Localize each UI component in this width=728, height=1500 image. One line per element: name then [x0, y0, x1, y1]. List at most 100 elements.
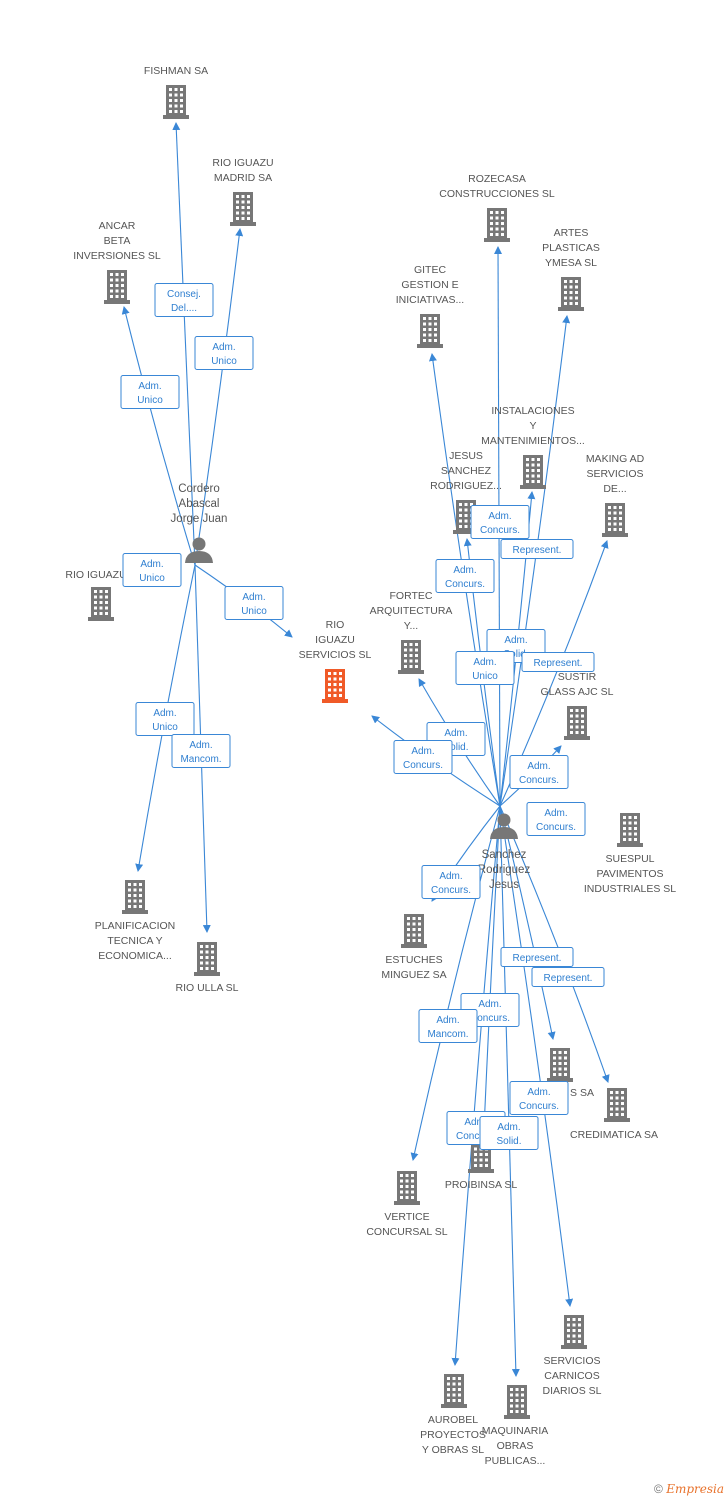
company-label: INDUSTRIALES SL: [584, 883, 676, 895]
relation-label-r25[interactable]: Adm.Solid.: [479, 1116, 539, 1150]
relation-label-r3[interactable]: Adm.Unico: [120, 375, 180, 409]
relation-box: [154, 283, 214, 317]
edge-sanchez-vertice: [410, 805, 501, 1161]
company-label: PLASTICAS: [542, 242, 600, 254]
company-label: CONCURSAL SL: [366, 1226, 447, 1238]
company-label: AUROBEL: [428, 1414, 478, 1426]
relation-label-r17[interactable]: Adm.Concurs.: [526, 802, 586, 836]
relation-text: Solid.: [443, 742, 468, 753]
relation-label-r6[interactable]: Adm.Unico: [135, 702, 195, 736]
company-label: ROZECASA: [468, 173, 526, 185]
person-icon[interactable]: [490, 813, 518, 840]
person-icon[interactable]: [185, 537, 213, 564]
company-node-vertice[interactable]: VERTICE CONCURSAL SL: [366, 1171, 448, 1238]
building-icon[interactable]: [230, 192, 256, 226]
building-icon[interactable]: [163, 85, 189, 119]
building-icon[interactable]: [417, 314, 443, 348]
company-node-instalaciones[interactable]: INSTALACIONESYMANTENIMIENTOS...: [481, 405, 585, 489]
relation-label-r18[interactable]: Adm.Concurs.: [421, 865, 481, 899]
edge-sanchez-credimatica: [499, 805, 610, 1083]
building-icon[interactable]: [564, 706, 590, 740]
relation-label-r22[interactable]: Adm.Mancom.: [418, 1009, 478, 1043]
company-node-rio_ulla[interactable]: RIO ULLA SL: [175, 942, 239, 994]
building-icon[interactable]: [322, 669, 348, 703]
company-label: GESTION E: [401, 279, 458, 291]
building-icon[interactable]: [617, 813, 643, 847]
relation-label-r1[interactable]: Consej.Del....: [154, 283, 214, 317]
relation-label-r12[interactable]: Adm.Unico: [455, 651, 515, 685]
company-label: MAQUINARIA: [482, 1425, 549, 1437]
company-node-s_sa[interactable]: S SA: [547, 1048, 594, 1099]
building-icon[interactable]: [194, 942, 220, 976]
building-icon[interactable]: [604, 1088, 630, 1122]
relation-label-r5[interactable]: Adm.Unico: [224, 586, 284, 620]
building-icon[interactable]: [441, 1374, 467, 1408]
relation-text: Concurs.: [470, 1013, 510, 1024]
company-label: DE...: [603, 483, 626, 495]
relation-box: [509, 1081, 569, 1115]
relation-text: Adm.: [411, 746, 434, 757]
relation-label-r2[interactable]: Adm. Unico: [194, 336, 254, 370]
company-node-fortec[interactable]: FORTECARQUITECTURAY...: [370, 590, 453, 674]
company-node-credimatica[interactable]: CREDIMATICA SA: [570, 1088, 658, 1141]
relation-label-r10[interactable]: Adm.Concurs.: [435, 559, 495, 593]
relation-label-r4[interactable]: Adm.Unico: [122, 553, 182, 587]
relation-box: [521, 652, 595, 672]
relation-label-r13[interactable]: Represent.: [521, 652, 595, 672]
relation-label-r23[interactable]: Adm.Concurs.: [509, 1081, 569, 1115]
building-icon[interactable]: [394, 1171, 420, 1205]
company-node-making[interactable]: MAKING ADSERVICIOSDE...: [586, 453, 645, 537]
building-icon[interactable]: [398, 640, 424, 674]
relation-text: Adm.: [140, 559, 163, 570]
relation-text: Unico: [211, 356, 237, 367]
building-icon[interactable]: [104, 270, 130, 304]
company-label: Y...: [404, 620, 418, 632]
building-icon[interactable]: [122, 880, 148, 914]
relation-text: Adm.: [478, 999, 501, 1010]
relation-label-r15[interactable]: Adm.Concurs.: [393, 740, 453, 774]
building-icon[interactable]: [88, 587, 114, 621]
relation-text: Unico: [472, 671, 498, 682]
building-icon[interactable]: [561, 1315, 587, 1349]
relation-text: Concurs.: [456, 1131, 496, 1142]
building-icon[interactable]: [504, 1385, 530, 1419]
relation-label-r19[interactable]: Represent.: [500, 947, 574, 967]
relation-label-r8[interactable]: Adm.Concurs.: [470, 505, 530, 539]
relation-text: Adm.: [212, 342, 235, 353]
relation-box: [120, 375, 180, 409]
company-label: VERTICE: [384, 1211, 429, 1223]
building-icon[interactable]: [401, 914, 427, 948]
company-node-jesus[interactable]: JESUSSANCHEZRODRIGUEZ...: [430, 450, 502, 534]
relation-label-r16[interactable]: Adm.Concurs.: [509, 755, 569, 789]
relation-text: Represent.: [513, 545, 562, 556]
relation-label-r7[interactable]: Adm.Mancom.: [171, 734, 231, 768]
relation-label-r20[interactable]: Represent.: [531, 967, 605, 987]
company-node-maquinaria[interactable]: MAQUINARIAOBRASPUBLICAS...: [482, 1385, 549, 1467]
building-icon[interactable]: [547, 1048, 573, 1082]
relation-label-r9[interactable]: Represent.: [500, 539, 574, 559]
company-node-fishman[interactable]: FISHMAN SA: [144, 65, 208, 119]
company-label: SERVICIOS: [544, 1355, 601, 1367]
relation-text: Concurs.: [536, 822, 576, 833]
relation-box: [194, 336, 254, 370]
relation-box: [421, 865, 481, 899]
building-icon[interactable]: [558, 277, 584, 311]
company-node-rio_s[interactable]: RIO IGUAZU S: [65, 569, 137, 621]
building-icon[interactable]: [520, 455, 546, 489]
building-icon[interactable]: [484, 208, 510, 242]
building-icon[interactable]: [602, 503, 628, 537]
